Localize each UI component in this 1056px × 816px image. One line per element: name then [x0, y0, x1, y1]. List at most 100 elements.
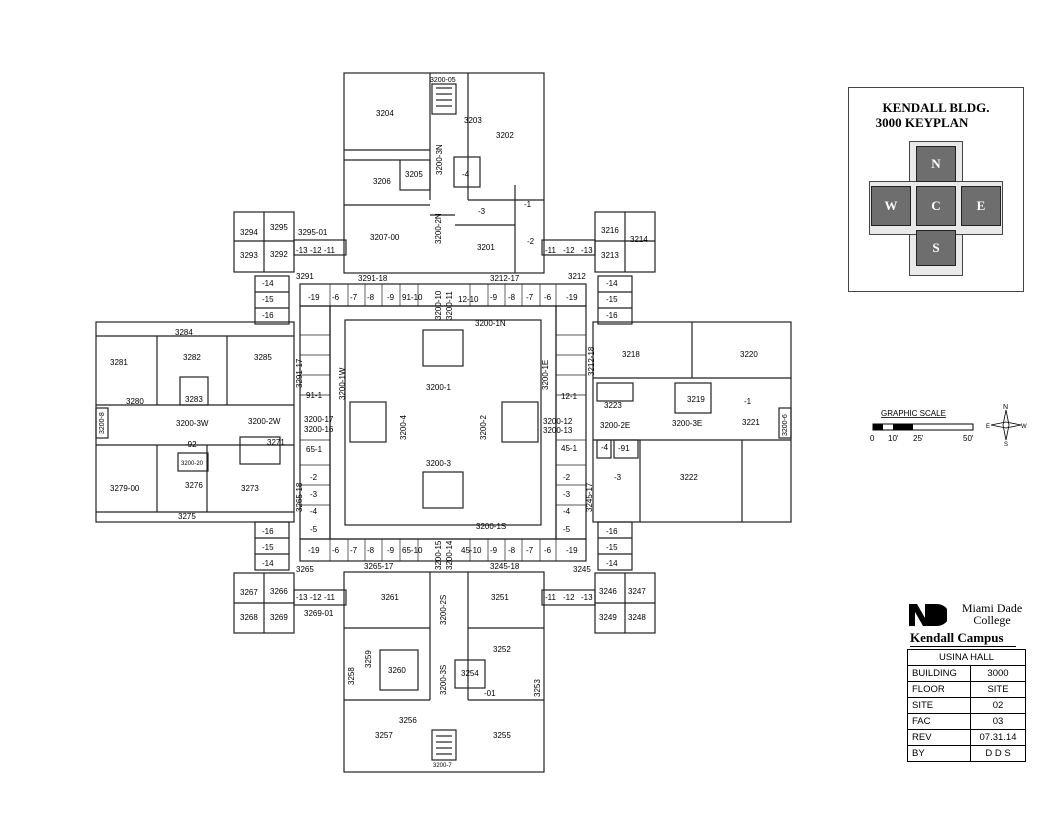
room-label-east: 3220: [740, 350, 758, 359]
room-label-north: 3206: [373, 177, 391, 186]
college-name: Miami Dade College: [957, 602, 1027, 626]
room-label-west: 3282: [183, 353, 201, 362]
room-label-nw_pod: -15: [262, 295, 274, 304]
room-label-sw_pod: -15: [262, 543, 274, 552]
keyplan-block-c: C: [916, 186, 956, 226]
info-key: BY: [907, 745, 971, 762]
room-label-north_corr: 3200-10: [434, 290, 443, 320]
room-label-east: 3200-3E: [672, 419, 702, 428]
room-label-se_pod: 3245: [573, 565, 591, 574]
room-label-south_corr: -6: [544, 546, 552, 555]
room-label-nw_pod: 3291: [296, 272, 314, 281]
college-name-line2: College: [973, 613, 1011, 627]
room-label-sw_pod: -11: [324, 593, 336, 602]
college-logo: Miami Dade College: [907, 600, 1022, 640]
room-label-sw_pod: 3266: [270, 587, 288, 596]
room-label-west: -3: [310, 490, 318, 499]
room-label-east: -3: [563, 490, 571, 499]
room-label-south_corr: -19: [308, 546, 320, 555]
room-label-east: 3200-13: [543, 426, 573, 435]
md-logo-mark-icon: [909, 604, 947, 626]
room-label-east: 3200-6: [782, 414, 789, 436]
room-label-center: 3200-4: [399, 415, 408, 440]
room-label-sw_pod: 3265: [296, 565, 314, 574]
room-label-south: 3261: [381, 593, 399, 602]
room-label-east: 12-1: [561, 392, 578, 401]
room-label-south: 3200-3S: [439, 665, 448, 695]
room-label-south_corr: 3200-15: [434, 540, 443, 570]
room-label-center: 3200-1W: [338, 367, 347, 400]
room-label-north: 3207-00: [370, 233, 400, 242]
room-label-se_pod: 3245-18: [490, 562, 520, 571]
room-label-north: 3200-2N: [434, 213, 443, 244]
room-label-ne_pod: 3212-17: [490, 274, 520, 283]
room-label-north_corr: 3200-11: [445, 291, 454, 320]
east-corridor: [555, 305, 587, 540]
room-label-nw_pod: 3292: [270, 250, 288, 259]
room-label-south_corr: -8: [508, 546, 516, 555]
room-label-east: -3: [614, 473, 622, 482]
room-label-east: -4: [563, 507, 571, 516]
room-label-south_corr: 3200-14: [445, 540, 454, 570]
room-labels: 3200-0532043203320232063205-43200-3N3207…: [99, 77, 789, 769]
room-label-west: 3283: [185, 395, 203, 404]
room-label-west: 3279-00: [110, 484, 140, 493]
room-label-ne_pod: 3216: [601, 226, 619, 235]
info-value: 02: [970, 697, 1026, 714]
keyplan-block-w: W: [871, 186, 911, 226]
room-label-west: 3200-17: [304, 415, 334, 424]
room-label-west: 3200-8: [99, 412, 106, 434]
room-label-south: 3253: [533, 679, 542, 697]
room-label-east: 3218: [622, 350, 640, 359]
room-label-south: 3260: [388, 666, 406, 675]
north-corridor: [299, 283, 587, 307]
room-label-sw_pod: -16: [262, 527, 274, 536]
keyplan-block-e: E: [961, 186, 1001, 226]
room-label-sw_pod: -13: [296, 593, 308, 602]
scale-tick-10: 10': [888, 434, 899, 443]
compass-n: N: [1003, 404, 1008, 411]
room-label-center: 3200-3: [426, 459, 451, 468]
room-label-nw_pod: 3291-18: [358, 274, 388, 283]
info-key: FAC: [907, 713, 971, 730]
room-label-east: 3200-12: [543, 417, 573, 426]
room-label-east: -1: [744, 397, 752, 406]
compass-s: S: [1004, 442, 1008, 448]
room-label-east: -4: [601, 443, 609, 452]
room-label-south_corr: -8: [367, 546, 375, 555]
room-label-nw_pod: -13: [296, 246, 308, 255]
room-label-west: 65-1: [306, 445, 323, 454]
room-label-north_corr: -7: [350, 293, 358, 302]
room-label-north: -4: [462, 170, 470, 179]
room-label-west: 3273: [241, 484, 259, 493]
room-label-south_corr: -7: [350, 546, 358, 555]
room-label-west: 91-1: [306, 391, 323, 400]
info-key: BUILDING: [907, 665, 971, 682]
room-label-east: 3223: [604, 401, 622, 410]
room-label-south: 3200-7: [433, 763, 452, 769]
scale-tick-0: 0: [870, 434, 875, 443]
room-label-west: -2: [310, 473, 318, 482]
compass-w: W: [1021, 424, 1027, 430]
room-label-sw_pod: 3265-17: [364, 562, 394, 571]
room-label-south: -01: [484, 689, 496, 698]
room-label-ne_pod: -12: [563, 246, 575, 255]
room-label-south: 3258: [347, 667, 356, 685]
room-label-west: -5: [310, 525, 318, 534]
room-label-south_corr: 65-10: [402, 546, 423, 555]
west-corridor: [299, 305, 331, 540]
room-label-east: -91: [618, 444, 630, 453]
room-label-se_pod: -13: [581, 593, 593, 602]
scale-tick-25: 25': [913, 434, 924, 443]
room-label-west: 3271: [267, 438, 285, 447]
room-label-north_corr: -7: [526, 293, 534, 302]
room-label-sw_pod: -12: [310, 593, 322, 602]
room-label-west: -92: [185, 440, 197, 449]
room-label-ne_pod: -16: [606, 311, 618, 320]
room-label-north_corr: 91-10: [402, 293, 423, 302]
room-label-nw_pod: -16: [262, 311, 274, 320]
room-label-south: 3252: [493, 645, 511, 654]
room-label-nw_pod: -12: [310, 246, 322, 255]
room-label-south: 3259: [364, 650, 373, 668]
